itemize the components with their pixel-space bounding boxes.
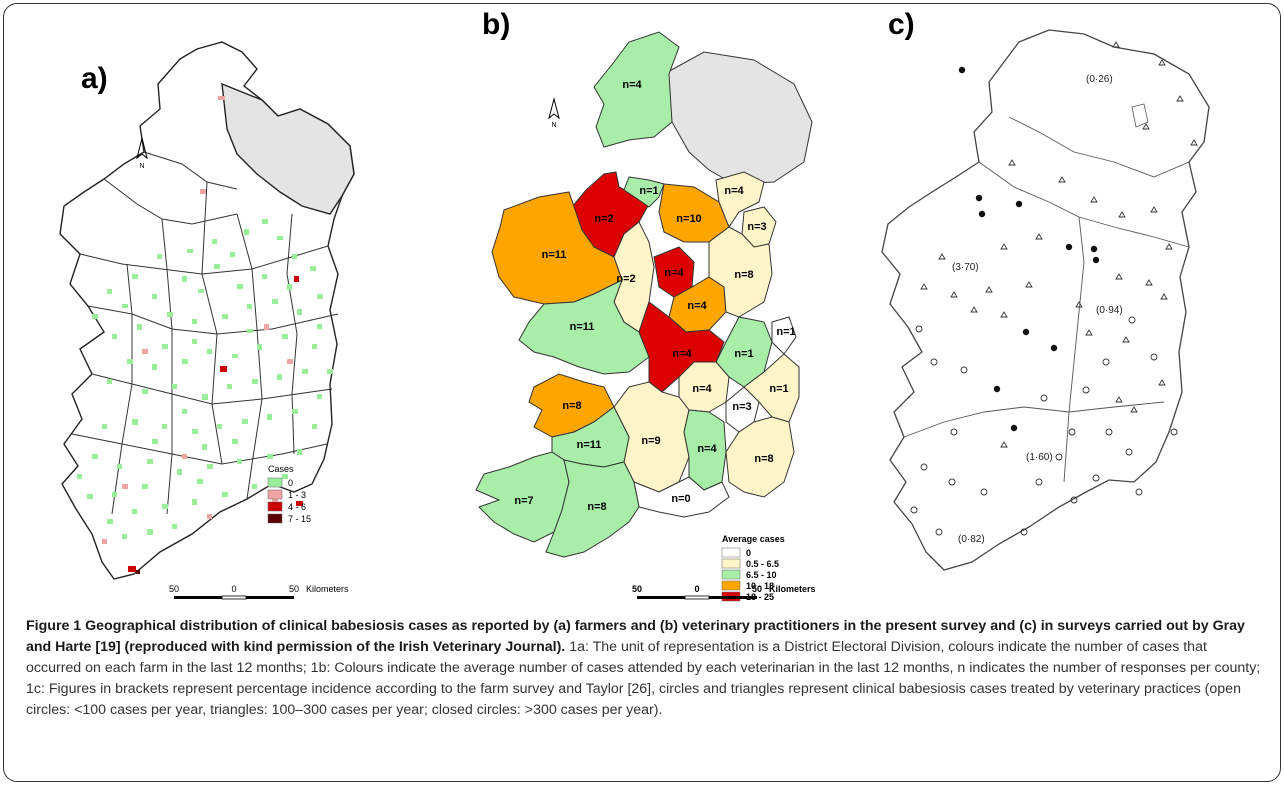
legend-a-swatch	[267, 489, 283, 500]
county-label-louth: n=3	[747, 221, 766, 233]
legend-b-label: 6.5 - 10	[746, 570, 777, 580]
county-monaghan	[715, 171, 765, 229]
county-label-longford: n=4	[664, 267, 684, 279]
incidence-ni: (0·26)	[1086, 74, 1113, 85]
county-label-kildare: n=1	[734, 348, 753, 360]
county-label-waterford: n=0	[671, 493, 690, 505]
svg-text:Kilometers: Kilometers	[306, 584, 349, 594]
legend-a-label: 4 - 6	[288, 502, 306, 512]
svg-text:50: 50	[289, 584, 299, 594]
county-leitrim	[623, 176, 665, 208]
county-label-sligo: n=2	[594, 213, 613, 225]
county-label-limerick: n=11	[577, 439, 602, 451]
county-label-wexford: n=8	[754, 453, 773, 465]
legend-b-swatch	[721, 547, 741, 558]
county-label-meath: n=8	[734, 269, 753, 281]
figure-caption: Figure 1 Geographical distribution of cl…	[26, 616, 1266, 721]
panel-a-legend: Cases 0 1 - 3 4 - 6 7 - 15	[267, 464, 311, 524]
county-label-mayo: n=11	[542, 249, 567, 261]
county-label-carlow: n=3	[732, 401, 751, 413]
incidence-west: (3·70)	[952, 262, 979, 273]
county-label-roscommon: n=2	[616, 273, 635, 285]
legend-b-swatch	[721, 558, 741, 569]
county-label-leitrim: n=1	[639, 185, 658, 197]
legend-a-swatch	[267, 477, 283, 488]
legend-b-label: 0	[746, 548, 751, 558]
county-label-laois: n=4	[692, 383, 712, 395]
panel-a-label: a)	[81, 62, 108, 95]
county-galway	[518, 278, 650, 375]
county-label-kilkenny: n=4	[697, 443, 717, 455]
caption-body: 1a: The unit of representation is a Dist…	[26, 639, 1261, 718]
panel-b-map: n=4n=2n=1n=11n=2n=10n=4n=3n=4n=4n=8n=11n…	[475, 31, 816, 602]
caption-title: Figure 1 Geographical distribution of cl…	[26, 618, 1245, 655]
panel-a-map: N Cases 0 1 - 3 4 - 6 7 - 15 50 0 50 Kilome…	[59, 41, 355, 600]
panel-b-legend-title: Average cases	[722, 534, 785, 544]
county-waterford	[633, 476, 730, 518]
county-label-galway: n=11	[570, 321, 595, 333]
county-label-offaly: n=4	[672, 348, 692, 360]
panel-b-north-arrow: N	[548, 97, 560, 129]
panel-a-scale-bar: 50 0 50 Kilometers	[169, 584, 349, 600]
panel-b-label: b)	[482, 8, 511, 41]
county-label-dublin: n=1	[776, 326, 795, 338]
county-cork	[545, 459, 640, 558]
county-donegal	[593, 31, 680, 148]
panel-b-scale-bar: 50 0 50 Kilometers	[632, 584, 816, 600]
panel-a-case-dots	[77, 96, 333, 574]
incidence-south-central: (1·60)	[1026, 452, 1053, 463]
legend-a-label: 0	[288, 478, 293, 488]
panel-c-open-circles	[910, 316, 1178, 536]
county-wexford	[725, 416, 795, 498]
legend-b-label: 10 - 18	[746, 581, 774, 591]
panel-a-north-arrow: N	[136, 137, 148, 170]
county-meath	[708, 226, 773, 318]
legend-b-swatch	[721, 569, 741, 580]
county-label-tipperary: n=9	[641, 435, 660, 447]
county-dublin	[771, 316, 797, 355]
county-label-monaghan: n=4	[724, 185, 744, 197]
legend-a-label: 7 - 15	[288, 514, 311, 524]
county-label-cork: n=8	[587, 501, 606, 513]
county-label-donegal: n=4	[622, 79, 642, 91]
figure-frame: a)	[3, 3, 1281, 782]
legend-b-label: 0.5 - 6.5	[746, 559, 779, 569]
panel-c-incidence-labels: (0·26) (3·70) (0·94) (1·60) (0·82)	[952, 74, 1123, 545]
legend-a-swatch	[267, 513, 283, 524]
panel-c-closed-circles	[958, 66, 1100, 432]
svg-text:0: 0	[694, 584, 699, 594]
svg-text:Kilometers: Kilometers	[769, 584, 816, 594]
svg-text:N: N	[139, 163, 144, 170]
svg-text:N: N	[551, 122, 556, 129]
legend-a-swatch	[267, 501, 283, 512]
county-label-kerry: n=7	[514, 495, 533, 507]
svg-text:0: 0	[231, 584, 236, 594]
panel-c-map: (0·26) (3·70) (0·94) (1·60) (0·82)	[881, 29, 1210, 571]
legend-a-label: 1 - 3	[288, 490, 306, 500]
county-label-wicklow: n=1	[769, 383, 788, 395]
panel-c-label: c)	[888, 8, 915, 41]
county-label-westmeath: n=4	[687, 300, 707, 312]
incidence-southwest: (0·82)	[958, 534, 985, 545]
svg-text:50: 50	[169, 584, 179, 594]
panel-c-outline	[881, 29, 1210, 571]
legend-b-label: 18 - 25	[746, 592, 774, 602]
svg-text:50: 50	[632, 584, 642, 594]
incidence-east: (0·94)	[1096, 305, 1123, 316]
county-label-cavan: n=10	[676, 213, 701, 225]
svg-text:50: 50	[752, 584, 762, 594]
panel-a-legend-title: Cases	[268, 464, 294, 474]
panel-c-triangles	[920, 41, 1198, 448]
county-label-clare: n=8	[562, 400, 581, 412]
legend-b-swatch	[721, 580, 741, 591]
